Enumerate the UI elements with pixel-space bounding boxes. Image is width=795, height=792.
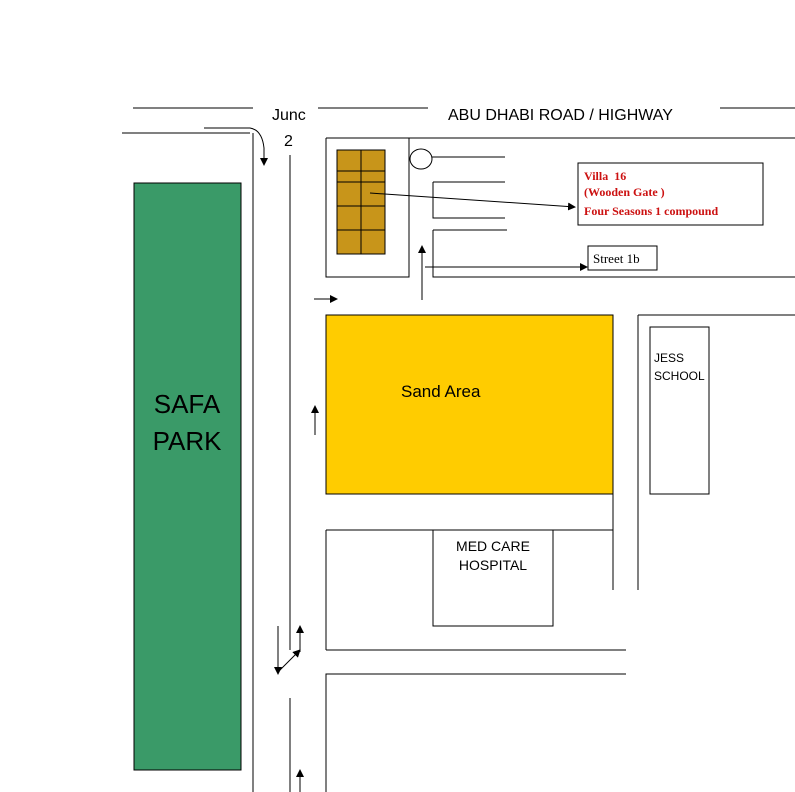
jess-school — [649, 326, 710, 495]
sand-area — [325, 314, 614, 495]
junction-label: Junc — [272, 107, 306, 124]
school-block — [637, 314, 795, 590]
u-turn-arrows — [274, 625, 304, 675]
destination-line1: Villa 16 — [584, 169, 626, 183]
destination-line2: (Wooden Gate ) — [584, 185, 665, 199]
hospital-label-line1: MED CARE — [456, 538, 530, 554]
junction-turn-arrow — [204, 127, 268, 166]
lower-block — [325, 673, 626, 792]
roundabout — [409, 148, 433, 170]
destination-line3: Four Seasons 1 compound — [584, 204, 718, 218]
safa-park — [133, 182, 242, 771]
main-vertical-road — [252, 133, 291, 792]
hospital-label-line2: HOSPITAL — [459, 557, 527, 573]
villa-block — [336, 149, 386, 255]
street-label-box — [587, 245, 658, 271]
junction-number: 2 — [284, 133, 293, 150]
safa-park-label-line2: PARK — [153, 426, 223, 456]
med-care-hospital — [432, 529, 554, 627]
jess-school-label-line1: JESS — [654, 351, 684, 365]
highway-label: ABU DHABI ROAD / HIGHWAY — [448, 107, 673, 124]
compound-boundary — [325, 137, 795, 278]
destination-box — [577, 162, 764, 226]
safa-park-label-line1: SAFA — [154, 389, 221, 419]
highway-road — [122, 107, 795, 134]
sand-area-label: Sand Area — [401, 382, 481, 401]
villa-pointer-arrow — [369, 192, 576, 211]
street-label: Street 1b — [593, 251, 640, 266]
jess-school-label-line2: SCHOOL — [654, 369, 705, 383]
